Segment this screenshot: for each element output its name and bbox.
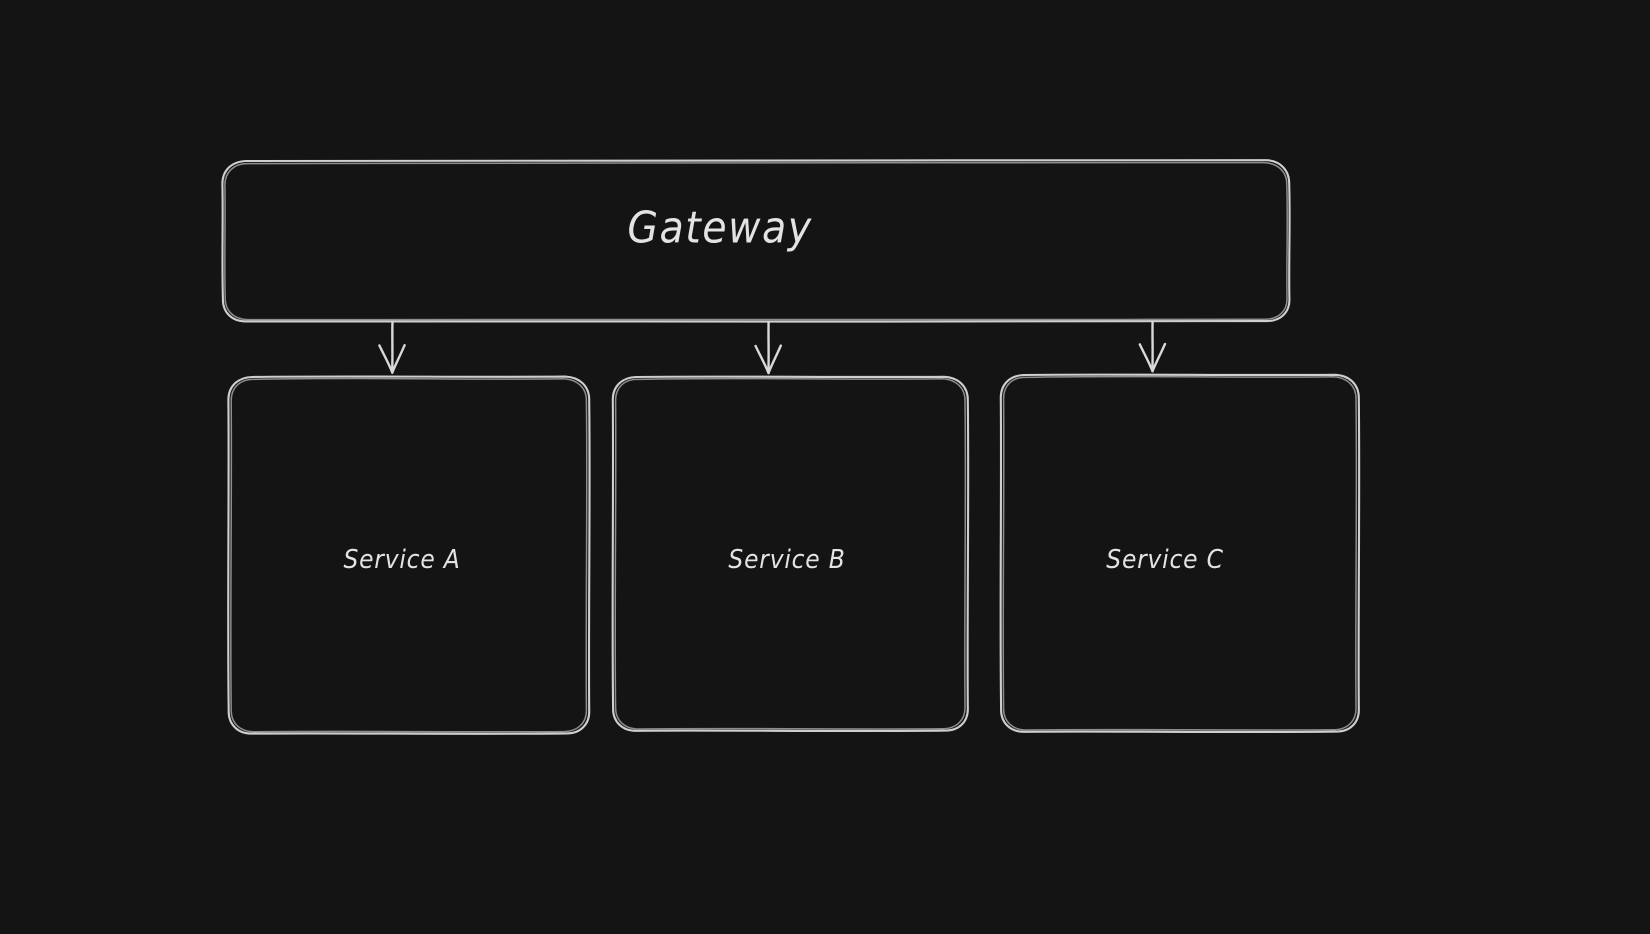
service-a-node[interactable] <box>227 375 591 735</box>
service-b-node[interactable] <box>611 375 970 733</box>
service-b-label: Service B <box>728 545 846 575</box>
service-c-label: Service C <box>1106 545 1224 575</box>
edge-gateway-to-service-c <box>1138 320 1167 373</box>
edge-gateway-to-service-b <box>754 320 782 375</box>
edge-gateway-to-service-a <box>378 320 406 374</box>
service-c-node[interactable] <box>999 373 1361 734</box>
gateway-label: Gateway <box>627 202 813 254</box>
gateway-node[interactable] <box>221 159 1291 323</box>
service-a-label: Service A <box>343 545 461 575</box>
